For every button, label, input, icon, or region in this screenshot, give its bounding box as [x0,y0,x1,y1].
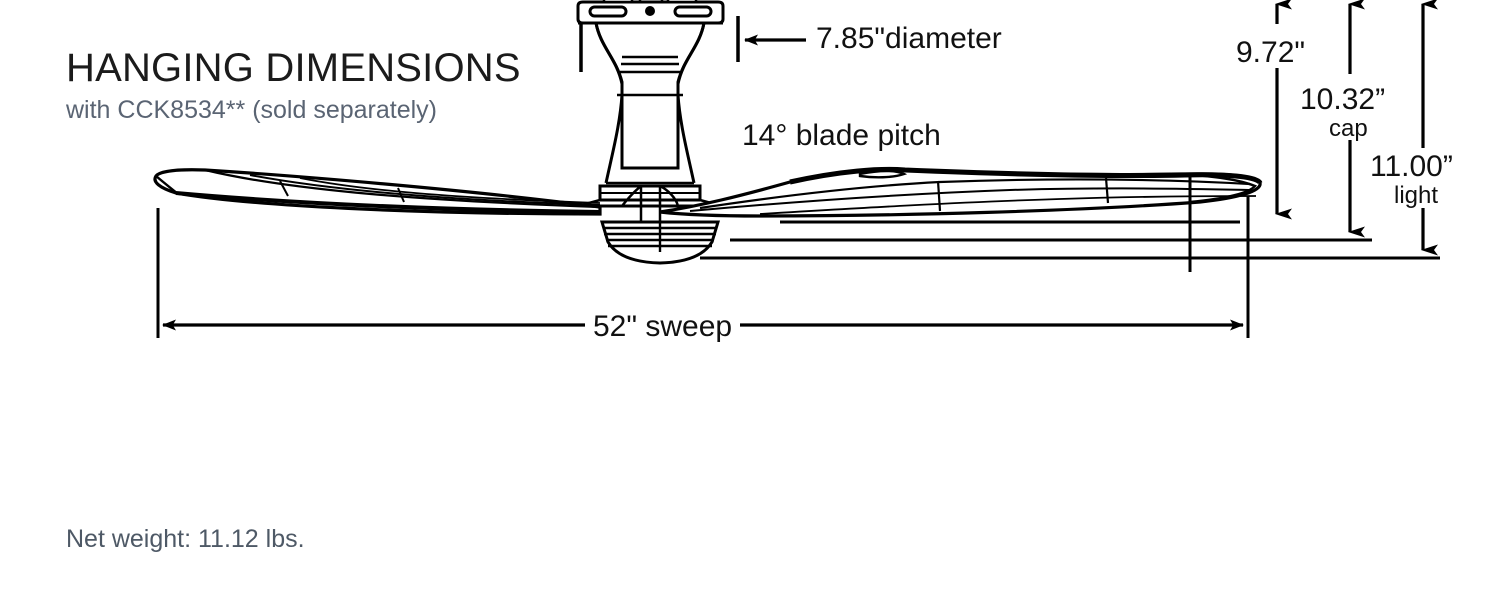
ceiling-mount-bracket [576,0,725,25]
label-height-light: 11.00” [1370,150,1453,183]
canopy-housing [594,21,706,185]
page-subtitle: with CCK8534** (sold separately) [66,96,438,124]
label-height-min: 9.72" [1236,36,1306,69]
label-canopy-diameter: 7.85"diameter [816,22,1002,55]
label-blade-pitch: 14° blade pitch [742,119,941,152]
reference-lines [156,16,1440,338]
label-height-cap: 10.32” [1300,83,1386,116]
label-net-weight: Net weight: 11.12 lbs. [66,525,305,553]
light-kit-dome [599,220,721,265]
label-height-cap-unit: cap [1329,115,1368,142]
fan-blade-right [659,166,1263,218]
fan-blade-left [153,168,602,216]
page-title: HANGING DIMENSIONS [66,46,521,90]
label-blade-sweep: 52" sweep [585,310,741,344]
label-height-light-unit: light [1394,182,1439,209]
